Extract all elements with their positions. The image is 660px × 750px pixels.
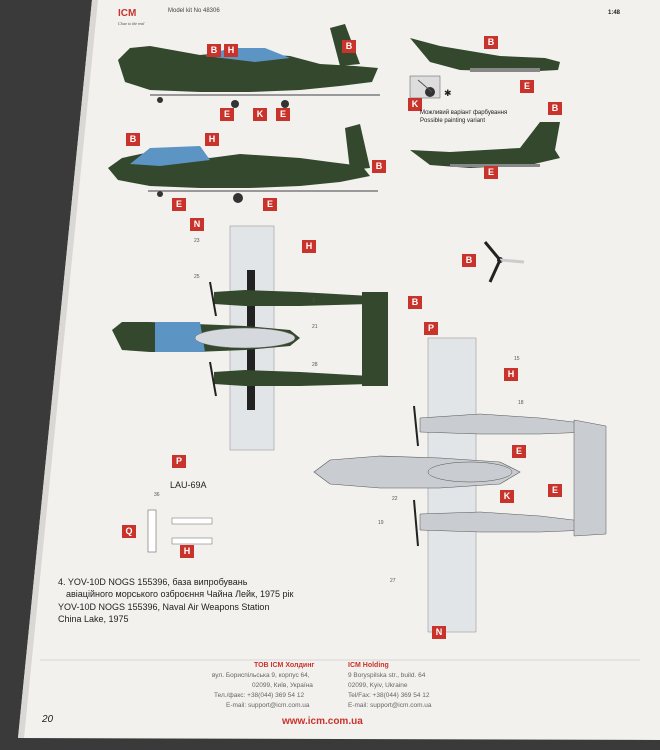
- callout-n-2: N: [432, 626, 446, 639]
- callout-b-5: B: [484, 36, 498, 49]
- callout-e-8: E: [548, 484, 562, 497]
- caption-ua-2: авіаційного морського озброєння Чайна Ле…: [66, 589, 294, 599]
- weapon-label: LAU-69A: [170, 480, 207, 490]
- footer-ua-addr1: вул. Бориспільська 9, корпус 64,: [212, 672, 310, 679]
- logo-slogan: Close to the real: [118, 21, 145, 26]
- callout-k-2: K: [408, 98, 422, 111]
- callout-k-3: K: [500, 490, 514, 503]
- caption-en-1: YOV-10D NOGS 155396, Naval Air Weapons S…: [58, 602, 270, 612]
- callout-b-7: B: [462, 254, 476, 267]
- callout-b-3: B: [126, 133, 140, 146]
- paper: [18, 0, 660, 740]
- part-number: 15: [514, 356, 520, 362]
- footer-en-company: ICM Holding: [348, 662, 389, 669]
- callout-e-6: E: [484, 166, 498, 179]
- model-kit-number: Model kit No 48306: [168, 8, 220, 14]
- callout-q: Q: [122, 525, 136, 538]
- part-number: 23: [194, 238, 200, 244]
- side-view-3: [410, 38, 560, 72]
- part-number: 3: [312, 298, 315, 304]
- callout-h-2: H: [205, 133, 219, 146]
- footer-ua-phone: Тел./факс: +38(044) 369 54 12: [214, 692, 305, 699]
- callout-e-7: E: [512, 445, 526, 458]
- callout-p-2: P: [424, 322, 438, 335]
- caption-ua-1: 4. YOV-10D NOGS 155396, база випробувань: [58, 577, 248, 587]
- callout-e-5: E: [520, 80, 534, 93]
- scale: 1:48: [608, 10, 621, 16]
- caption-en-2: China Lake, 1975: [58, 614, 129, 624]
- callout-e-2: E: [276, 108, 290, 121]
- part-number: 36: [154, 492, 160, 498]
- callout-e-1: E: [220, 108, 234, 121]
- callout-b-6: B: [548, 102, 562, 115]
- top-view: [112, 225, 388, 451]
- callout-b-1: B: [342, 40, 356, 53]
- footer-website: www.icm.com.ua: [282, 716, 363, 727]
- logo-text: ICM: [118, 8, 137, 19]
- side-view-2: [108, 124, 378, 203]
- callout-h-5: H: [180, 545, 194, 558]
- part-number: 18: [518, 400, 524, 406]
- footer-ua-email: E-mail: support@icm.com.ua: [226, 702, 310, 709]
- part-number: 19: [378, 520, 384, 526]
- callout-b-8: B: [408, 296, 422, 309]
- footer-ua-company: ТОВ ICM Холдинг: [254, 662, 315, 669]
- variant-note-ua: Можливий варіант фарбування: [420, 110, 508, 116]
- part-number: 27: [390, 578, 396, 584]
- footer-ua-addr2: 02099, Київ, Україна: [252, 682, 313, 689]
- side-view-4: [410, 122, 560, 168]
- variant-note-en: Possible painting variant: [420, 118, 486, 124]
- callout-e-3: E: [172, 198, 186, 211]
- part-number: 21: [312, 324, 318, 330]
- callout-h-3: H: [302, 240, 316, 253]
- footer-en-addr2: 02099, Kyiv, Ukraine: [348, 682, 408, 689]
- part-number: 25: [194, 274, 200, 280]
- callout-e-4: E: [263, 198, 277, 211]
- variant-star: ✱: [444, 88, 452, 98]
- callout-p-1: P: [172, 455, 186, 468]
- page-number: 20: [42, 714, 54, 725]
- callout-b-2: B: [207, 44, 221, 57]
- part-number: 22: [392, 496, 398, 502]
- callout-k-1: K: [253, 108, 267, 121]
- callout-b-4: B: [372, 160, 386, 173]
- icm-logo: ICM Close to the real: [116, 4, 156, 32]
- footer-en-addr1: 9 Boryspilska str., build. 64: [348, 672, 426, 679]
- callout-h-1: H: [224, 44, 238, 57]
- part-number: 28: [312, 362, 318, 368]
- callout-n-1: N: [190, 218, 204, 231]
- propeller: [483, 241, 525, 283]
- footer-en-email: E-mail: support@icm.com.ua: [348, 702, 432, 709]
- callout-h-4: H: [504, 368, 518, 381]
- bottom-view: [313, 337, 607, 633]
- lau-69a-pods: [147, 509, 213, 553]
- gear-detail: [409, 75, 441, 99]
- footer-en-phone: Tel/Fax: +38(044) 369 54 12: [348, 692, 430, 699]
